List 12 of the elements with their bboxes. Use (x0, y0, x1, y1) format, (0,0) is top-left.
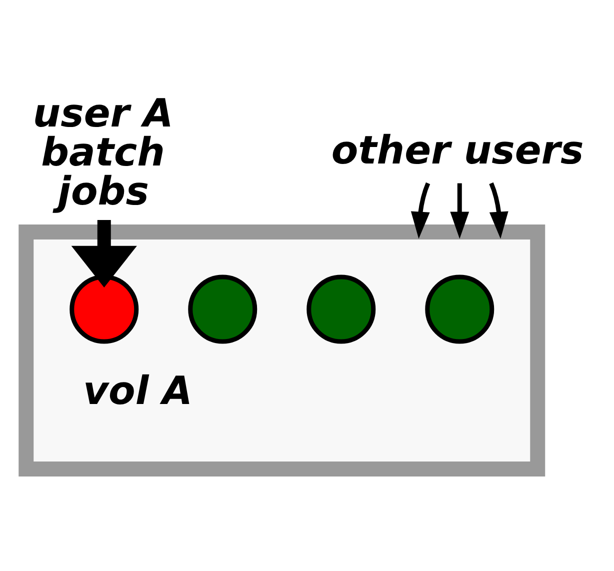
node-text: user A batch jobs (32, 91, 174, 214)
node-label: vol A (83, 368, 192, 414)
arrow (489, 182, 508, 238)
node-circle (425, 274, 494, 344)
node-text: other users (331, 128, 584, 173)
arrow (71, 220, 137, 287)
node-circle (188, 274, 258, 344)
node-circle (306, 274, 376, 344)
node-circle (70, 274, 139, 344)
cluster (18, 224, 546, 476)
arrow (410, 182, 430, 238)
arrow (450, 182, 470, 238)
